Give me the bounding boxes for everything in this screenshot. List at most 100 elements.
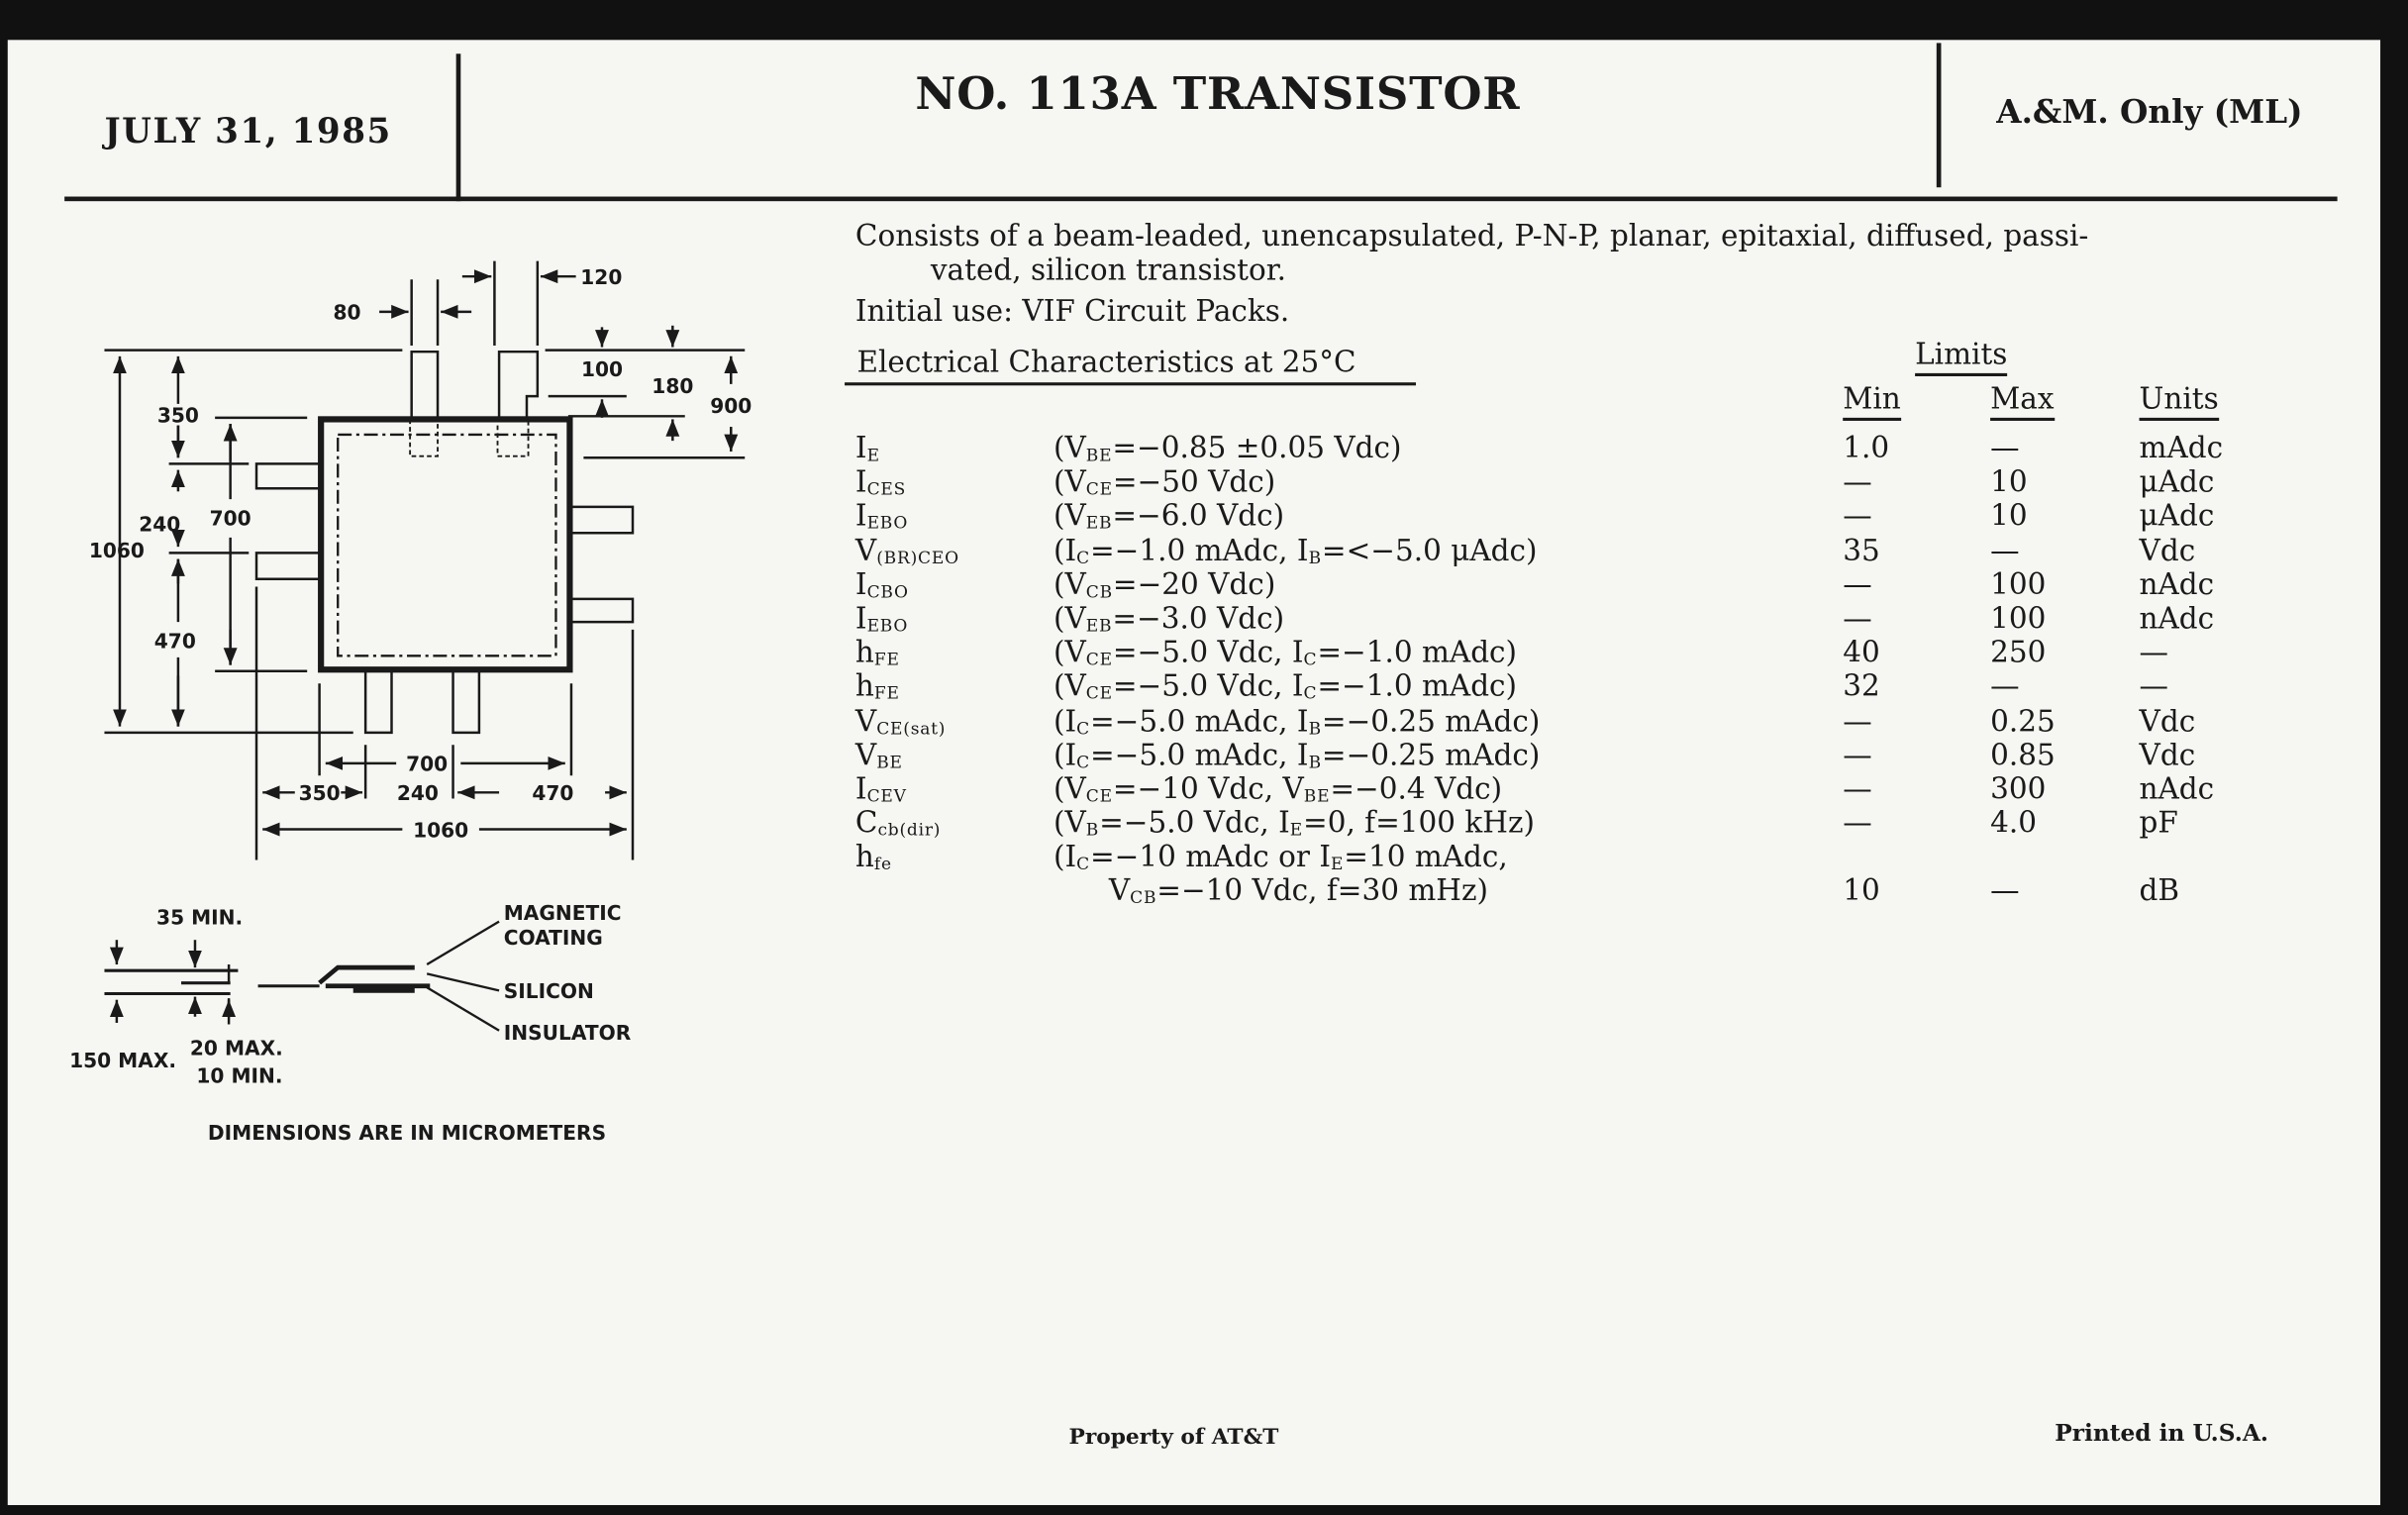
dim-label: 180: [652, 374, 693, 398]
parameter-symbol: IE: [854, 431, 880, 465]
test-condition: (IC=−5.0 mAdc, IB=−0.25 mAdc): [1053, 738, 1541, 772]
subscript: C: [1076, 752, 1090, 772]
subscript: C: [1076, 854, 1090, 875]
subscript: CE: [1085, 479, 1113, 500]
parameter-symbol: hFE: [854, 636, 900, 670]
test-condition: (VBE=−0.85 ±0.05 Vdc): [1053, 431, 1402, 465]
units-value: Vdc: [2139, 704, 2196, 739]
header-rule: [64, 196, 2338, 202]
subscript: EBO: [866, 513, 909, 534]
beam-lead: [254, 552, 322, 580]
min-value: 40: [1843, 636, 1880, 670]
subscript: CE: [1085, 786, 1113, 807]
min-value: 35: [1843, 534, 1880, 568]
test-condition: (VCE=−10 Vdc, VBE=−0.4 Vdc): [1053, 772, 1503, 807]
max-header: Max: [1990, 382, 2055, 421]
units-value: μAdc: [2139, 465, 2215, 500]
section-label: 150 MAX.: [69, 1049, 176, 1072]
max-value: 100: [1990, 601, 2047, 637]
beam-lead: [410, 350, 440, 420]
subscript: CB: [1130, 888, 1157, 909]
dim-label: 350: [299, 781, 341, 805]
beam-lead: [497, 350, 540, 420]
description-line-2: vated, silicon transistor.: [930, 252, 1286, 288]
max-value: 10: [1990, 499, 2028, 534]
beam-lead: [254, 462, 322, 490]
subscript: CES: [866, 479, 907, 500]
test-condition: (VB=−5.0 Vdc, IE=0, f=100 kHz): [1053, 806, 1535, 841]
parameter-symbol: IEBO: [854, 499, 909, 534]
subscript: B: [1308, 718, 1322, 739]
units-value: dB: [2139, 874, 2180, 909]
dim-label: 470: [532, 781, 573, 805]
dim-label: 700: [406, 753, 448, 776]
max-value: 250: [1990, 636, 2047, 670]
dimensions-note: DIMENSIONS ARE IN MICROMETERS: [208, 1121, 606, 1145]
subscript: FE: [873, 683, 900, 704]
max-value: —: [1990, 874, 2020, 909]
parameter-symbol: ICBO: [854, 567, 909, 602]
subscript: EBO: [866, 615, 909, 637]
dim-label: 100: [581, 357, 623, 381]
parameter-symbol: ICES: [854, 465, 907, 500]
section-label: 20 MAX.: [190, 1037, 283, 1060]
units-value: —: [2139, 636, 2169, 670]
units-header: Units: [2139, 382, 2219, 421]
units-value: pF: [2139, 806, 2178, 841]
max-value: 100: [1990, 567, 2047, 602]
section-label: 35 MIN.: [156, 906, 243, 930]
header-divider-right: [1936, 43, 1942, 188]
test-condition: (VCE=−50 Vdc): [1053, 465, 1276, 500]
dim-label: 120: [580, 265, 622, 289]
max-value: 0.85: [1990, 738, 2056, 772]
data-sheet: [7, 40, 2381, 1505]
footer-property: Property of AT&T: [1068, 1425, 1279, 1451]
layer-label-insulator: INSULATOR: [504, 1021, 632, 1045]
max-value: 300: [1990, 772, 2047, 807]
dim-label: 240: [139, 513, 180, 537]
parameter-symbol: VCE(sat): [854, 704, 947, 739]
description-line-1: Consists of a beam-leaded, unencapsulate…: [854, 219, 2089, 253]
footer-printed: Printed in U.S.A.: [2055, 1419, 2268, 1448]
min-value: 1.0: [1843, 431, 1890, 465]
test-condition: (IC=−5.0 mAdc, IB=−0.25 mAdc): [1053, 704, 1541, 739]
subscript: (BR)CEO: [876, 548, 959, 568]
sheet-date: JULY 31, 1985: [104, 112, 392, 152]
dim-label: 700: [210, 506, 251, 530]
beam-lead: [452, 669, 481, 735]
min-value: 32: [1843, 669, 1880, 704]
dim-label: 240: [397, 781, 439, 805]
subscript: CEV: [866, 786, 907, 807]
subscript: CE(sat): [876, 718, 947, 739]
units-value: —: [2139, 669, 2169, 704]
min-value: —: [1843, 499, 1872, 534]
section-label: 10 MIN.: [196, 1063, 282, 1087]
subscript: B: [1085, 820, 1100, 841]
subscript: FE: [873, 650, 900, 670]
subscript: E: [1289, 820, 1303, 841]
subscript: EB: [1085, 615, 1113, 637]
test-condition: VCB=−10 Vdc, f=30 mHz): [1108, 874, 1489, 909]
min-value: —: [1843, 601, 1872, 637]
subscript: C: [1076, 718, 1090, 739]
beam-lead: [569, 597, 635, 624]
dim-label: 1060: [89, 539, 145, 562]
max-value: —: [1990, 534, 2020, 568]
parameter-symbol: ICEV: [854, 772, 907, 807]
max-value: 4.0: [1990, 806, 2037, 841]
subscript: B: [1308, 548, 1322, 568]
max-value: 0.25: [1990, 704, 2056, 739]
parameter-symbol: V(BR)CEO: [854, 534, 959, 568]
test-condition: (VEB=−3.0 Vdc): [1053, 601, 1285, 637]
min-value: —: [1843, 704, 1872, 739]
subscript: BE: [876, 752, 903, 772]
dim-label: 80: [333, 301, 360, 325]
max-value: —: [1990, 669, 2020, 704]
subscript: CE: [1085, 650, 1113, 670]
beam-lead: [569, 505, 635, 535]
initial-use: Initial use: VIF Circuit Packs.: [854, 294, 1290, 329]
parameter-symbol: hfe: [854, 841, 892, 875]
subscript: C: [1076, 548, 1090, 568]
max-value: 10: [1990, 465, 2028, 500]
